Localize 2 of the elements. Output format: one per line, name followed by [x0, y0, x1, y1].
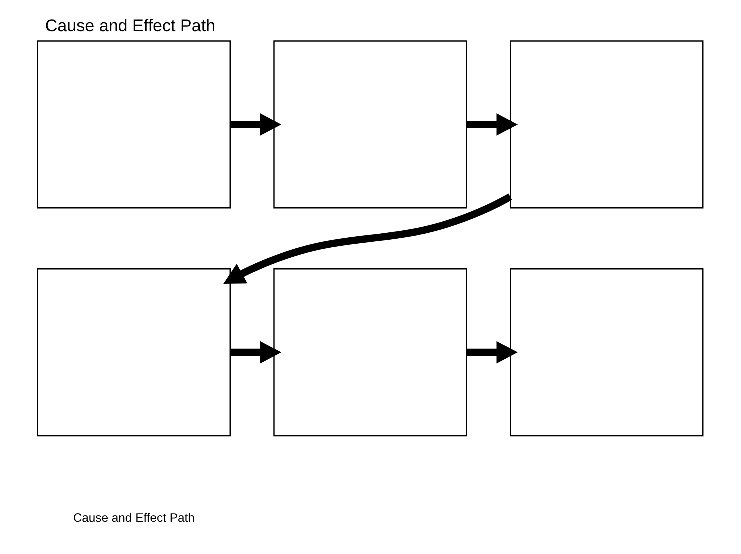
label: Cause and Effect Path [73, 510, 195, 525]
diagram-title: Cause and Effect Path [45, 16, 216, 36]
